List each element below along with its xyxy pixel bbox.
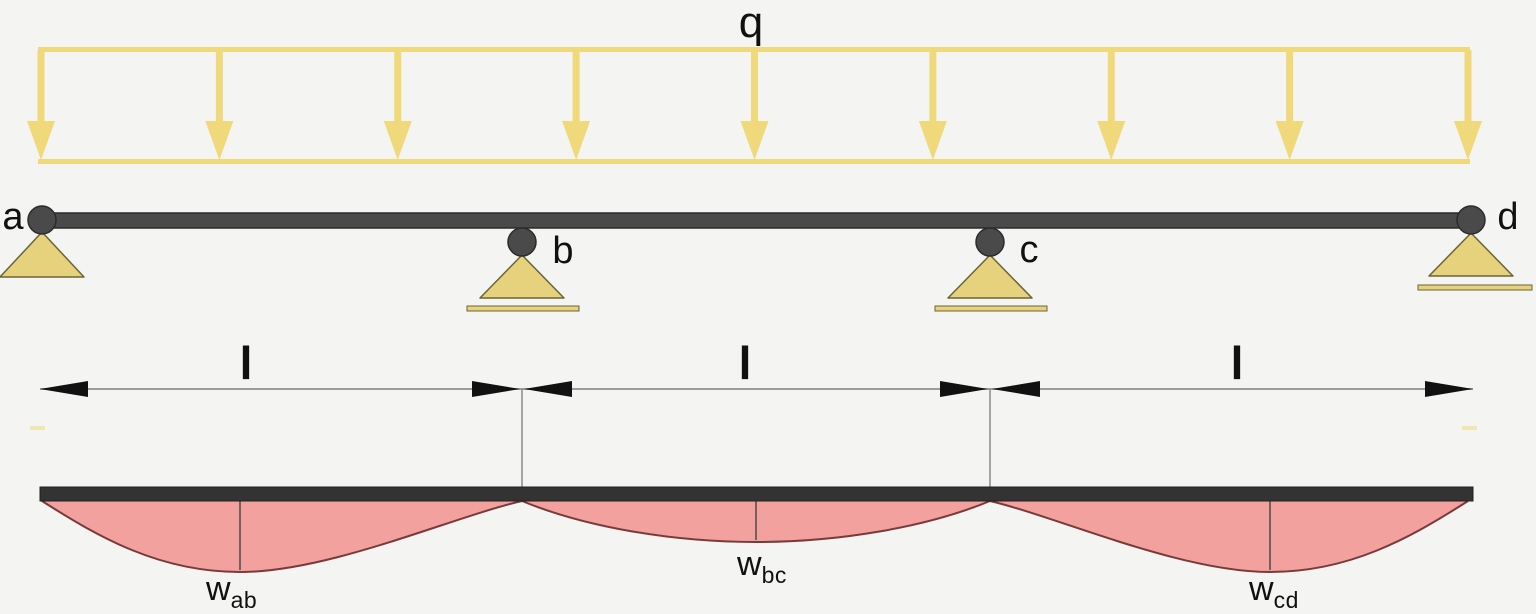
load-arrow-shaft bbox=[1107, 50, 1115, 126]
load-arrow-head bbox=[383, 121, 412, 160]
deflection-label-wab: wab bbox=[206, 572, 257, 612]
support-a-pin-circle bbox=[27, 205, 57, 235]
support-c-pin-circle bbox=[975, 227, 1005, 257]
deflection-label-wbc-sub: bc bbox=[761, 562, 787, 589]
load-arrow-shaft bbox=[1286, 50, 1294, 126]
load-arrow-head bbox=[918, 121, 947, 160]
load-arrow-shaft bbox=[751, 50, 758, 126]
deflection-label-wcd-sub: cd bbox=[1273, 587, 1299, 614]
deflection-diagram bbox=[39, 486, 1474, 574]
dimension-line-group bbox=[30, 381, 1477, 488]
dim-arrow-span3-left bbox=[992, 381, 1040, 397]
load-arrow-head bbox=[562, 121, 591, 160]
load-arrow-shaft bbox=[37, 50, 45, 126]
dim-arrow-right-end bbox=[1425, 381, 1473, 397]
dim-arrow-span1-right bbox=[472, 381, 520, 397]
span-length-label-3: l bbox=[1230, 337, 1244, 389]
load-arrow-shaft bbox=[394, 50, 402, 126]
stray-mark-left bbox=[30, 426, 45, 430]
dim-arrow-span2-right bbox=[940, 381, 988, 397]
support-b-triangle bbox=[479, 254, 565, 299]
dim-arrow-span2-left bbox=[524, 381, 572, 397]
load-bottom-line bbox=[38, 159, 1470, 164]
dim-arrow-left-end bbox=[40, 381, 88, 397]
load-arrow-shaft bbox=[572, 50, 580, 126]
deflection-label-wab-sub: ab bbox=[230, 587, 258, 614]
deflection-curve bbox=[41, 499, 1469, 574]
support-d-triangle bbox=[1428, 232, 1514, 277]
span-length-label-2: l bbox=[738, 337, 752, 389]
deflection-label-wcd: wcd bbox=[1249, 572, 1299, 612]
stray-mark-right bbox=[1462, 426, 1477, 430]
deflection-label-wbc-base: w bbox=[737, 545, 762, 583]
support-c-triangle bbox=[947, 254, 1033, 299]
support-d-roller-line bbox=[1417, 284, 1533, 291]
load-arrow-shaft bbox=[215, 50, 223, 126]
support-b-roller-line bbox=[466, 305, 580, 312]
support-label-b: b bbox=[552, 230, 574, 272]
load-arrow-head bbox=[27, 121, 55, 160]
load-arrow-head bbox=[1097, 121, 1126, 160]
deflection-label-wab-base: w bbox=[206, 570, 231, 608]
beam bbox=[41, 212, 1472, 229]
load-arrow-shaft bbox=[929, 50, 937, 126]
support-a-triangle bbox=[0, 231, 85, 278]
distributed-load bbox=[27, 47, 1482, 164]
deflection-label-wcd-base: w bbox=[1249, 570, 1274, 608]
beam-assembly bbox=[0, 205, 1533, 312]
support-d-pin-circle bbox=[1456, 205, 1486, 235]
load-arrow-head bbox=[205, 121, 234, 160]
load-arrow-head bbox=[740, 121, 769, 160]
support-label-d: d bbox=[1497, 196, 1519, 238]
support-c-roller-line bbox=[934, 305, 1048, 312]
span-length-label-1: l bbox=[239, 337, 253, 389]
deflection-fill bbox=[42, 501, 1468, 572]
load-label: q bbox=[738, 0, 764, 47]
deflection-label-wbc: wbc bbox=[737, 547, 787, 587]
load-arrow-head bbox=[1275, 121, 1304, 160]
load-arrow-shaft bbox=[1464, 50, 1472, 126]
load-top-line bbox=[38, 47, 1470, 52]
load-arrows bbox=[27, 50, 1482, 160]
support-label-a: a bbox=[2, 196, 24, 238]
support-b-pin-circle bbox=[507, 227, 537, 257]
support-label-c: c bbox=[1019, 229, 1039, 271]
load-arrow-head bbox=[1454, 121, 1482, 160]
deflection-reference-bar bbox=[39, 486, 1474, 502]
